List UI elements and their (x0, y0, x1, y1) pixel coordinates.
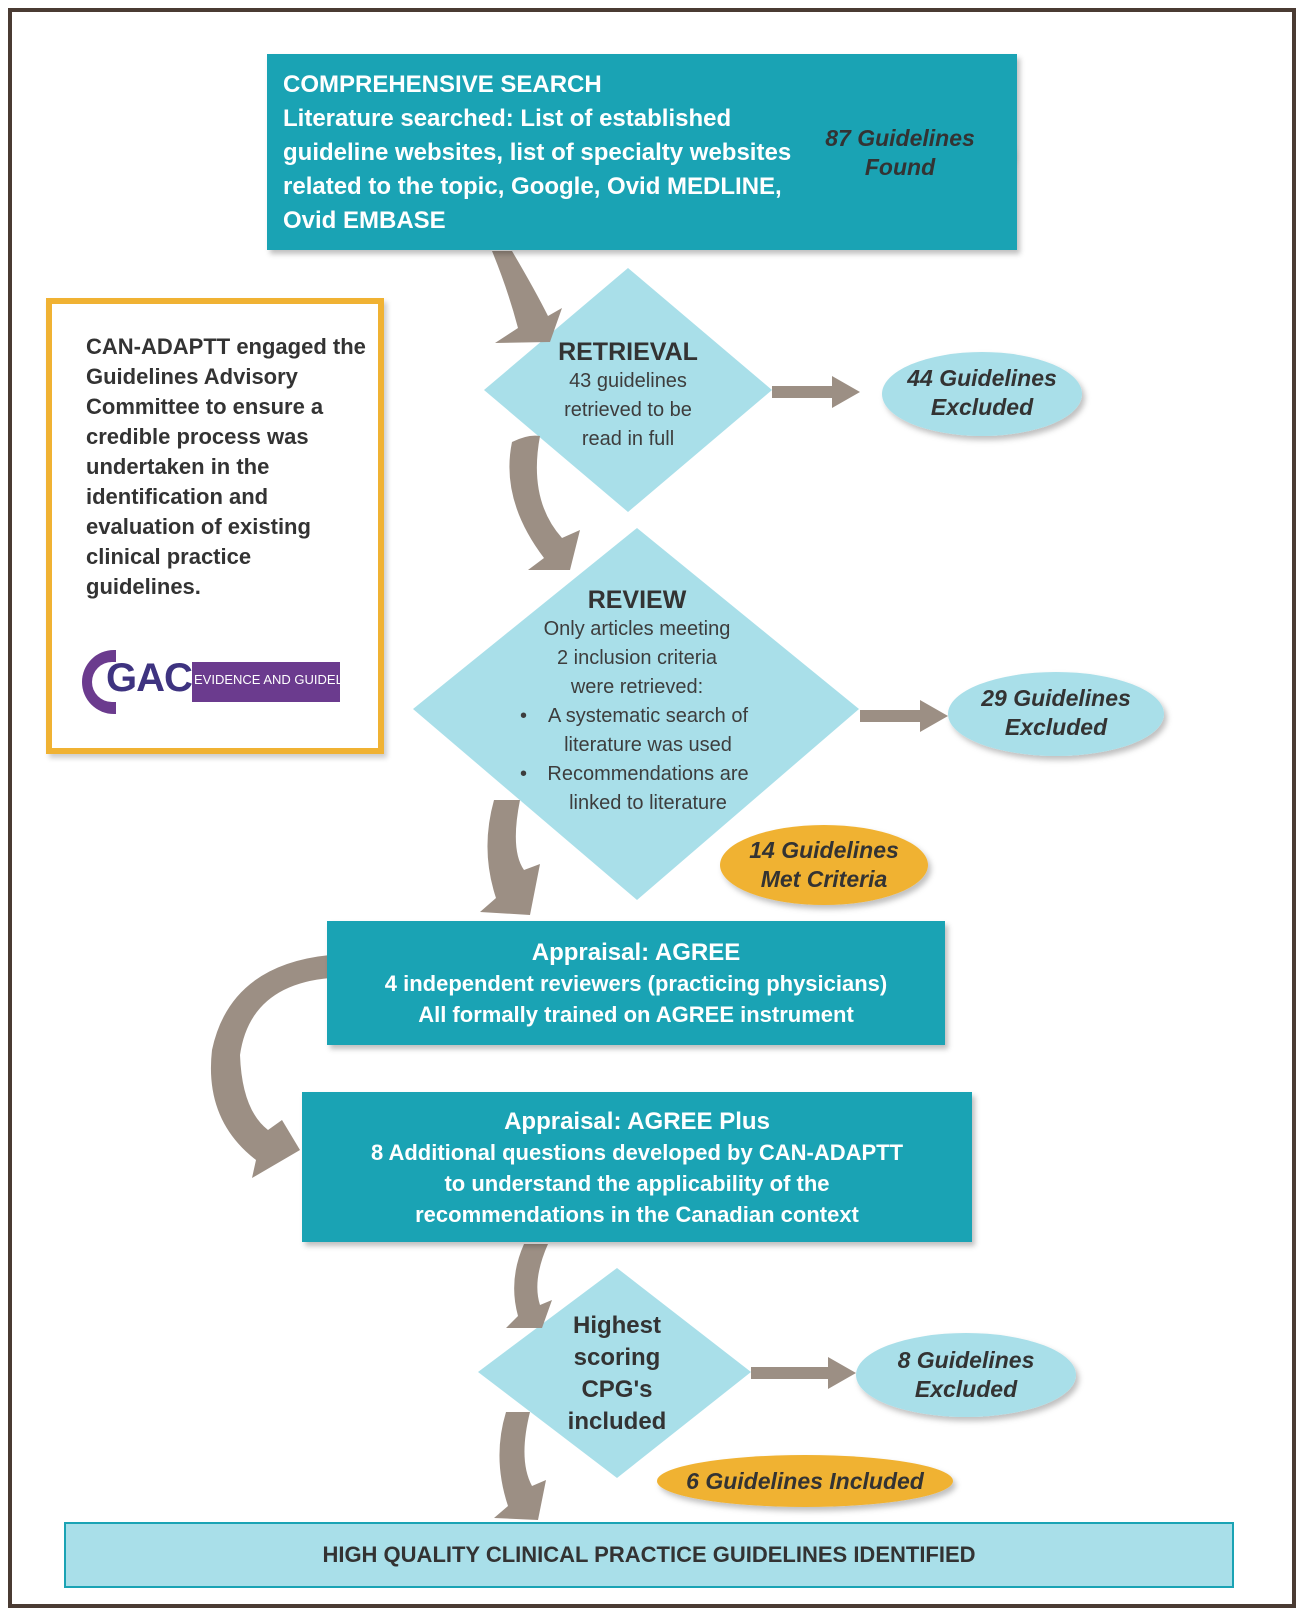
gac-logo-letters: GAC (106, 656, 193, 700)
retrieval-diamond (484, 268, 772, 512)
retrieval-title: RETRIEVAL (558, 338, 698, 366)
diagram-frame (8, 8, 1296, 1608)
retrieval-excluded-label: 44 Guidelines Excluded (907, 365, 1057, 420)
arrow-highest-excluded (751, 1357, 856, 1389)
final-text: HIGH QUALITY CLINICAL PRACTICE GUIDELINE… (322, 1542, 976, 1567)
agree-plus-line-1: 8 Additional questions developed by CAN-… (370, 1140, 904, 1165)
agree-plus-title: Appraisal: AGREE Plus (504, 1108, 770, 1135)
agree-plus-box: Appraisal: AGREE Plus 8 Additional quest… (302, 1092, 972, 1242)
arrow-highest-to-final (494, 1412, 546, 1520)
final-box: HIGH QUALITY CLINICAL PRACTICE GUIDELINE… (64, 1522, 1234, 1588)
review-excluded-label: 29 Guidelines Excluded (981, 685, 1131, 740)
highest-excluded-label: 8 Guidelines Excluded (897, 1347, 1035, 1402)
arrow-retrieval-to-review (509, 435, 580, 570)
arrow-agreeplus-to-highest (506, 1244, 552, 1328)
review-title: REVIEW (587, 586, 687, 614)
retrieval-body: 43 guidelines retrieved to be read in fu… (564, 370, 692, 450)
highest-diamond (478, 1268, 751, 1478)
arrow-review-excluded (860, 700, 948, 732)
agree-title: Appraisal: AGREE (531, 939, 741, 966)
agree-box: Appraisal: AGREE 4 independent reviewers… (327, 921, 945, 1045)
met-criteria-oval (720, 825, 928, 905)
found-label: 87 Guidelines Found (825, 125, 975, 180)
arrow-search-to-retrieval (492, 251, 562, 343)
search-box: COMPREHENSIVE SEARCH Literature searched… (267, 54, 1017, 250)
review-excluded-oval (948, 672, 1164, 756)
sidebar-box: CAN-ADAPTT engaged the Guidelines Adviso… (46, 298, 384, 754)
retrieval-excluded-oval (882, 352, 1082, 436)
arrow-retrieval-excluded (772, 376, 860, 408)
arrow-review-to-agree (480, 800, 540, 915)
highest-excluded-oval (856, 1333, 1076, 1417)
bullet-icon: • (520, 705, 528, 727)
arrow-agree-to-agreeplus (210, 955, 330, 1178)
included-oval (657, 1455, 953, 1507)
gac-logo: GAC EVIDENCE AND GUIDELINES (82, 648, 340, 716)
agree-line-1: 4 independent reviewers (practicing phys… (384, 971, 888, 996)
review-bullet-1: • A systematic search of literature was … (520, 702, 754, 760)
gac-logo-text: EVIDENCE AND GUIDELINES (194, 672, 340, 687)
agree-line-2: All formally trained on AGREE instrument (418, 1002, 854, 1027)
retrieval-text: RETRIEVAL 43 guidelines retrieved to be … (530, 338, 726, 454)
agree-plus-line-2: to understand the applicability of the (444, 1171, 830, 1196)
review-text: REVIEW Only articles meeting 2 inclusion… (520, 586, 754, 818)
highest-text: Highest scoring CPG's included (567, 1312, 667, 1435)
review-intro: Only articles meeting 2 inclusion criter… (543, 618, 731, 698)
search-title: COMPREHENSIVE SEARCH (283, 71, 602, 98)
bullet-icon: • (520, 763, 528, 785)
sidebar-text: CAN-ADAPTT engaged the Guidelines Adviso… (86, 334, 366, 599)
review-bullet-text: Recommendations are linked to literature (547, 763, 749, 814)
review-diamond (413, 528, 859, 900)
search-body: Literature searched: List of established… (283, 105, 792, 234)
review-bullet-2: • Recommendations are linked to literatu… (520, 760, 754, 818)
review-bullet-text: A systematic search of literature was us… (547, 705, 749, 756)
included-label: 6 Guidelines Included (686, 1467, 924, 1494)
agree-plus-line-3: recommendations in the Canadian context (415, 1202, 859, 1227)
gac-logo-swoosh-inner (92, 662, 120, 702)
gac-logo-banner (192, 662, 340, 702)
met-criteria-label: 14 Guidelines Met Criteria (749, 837, 899, 892)
